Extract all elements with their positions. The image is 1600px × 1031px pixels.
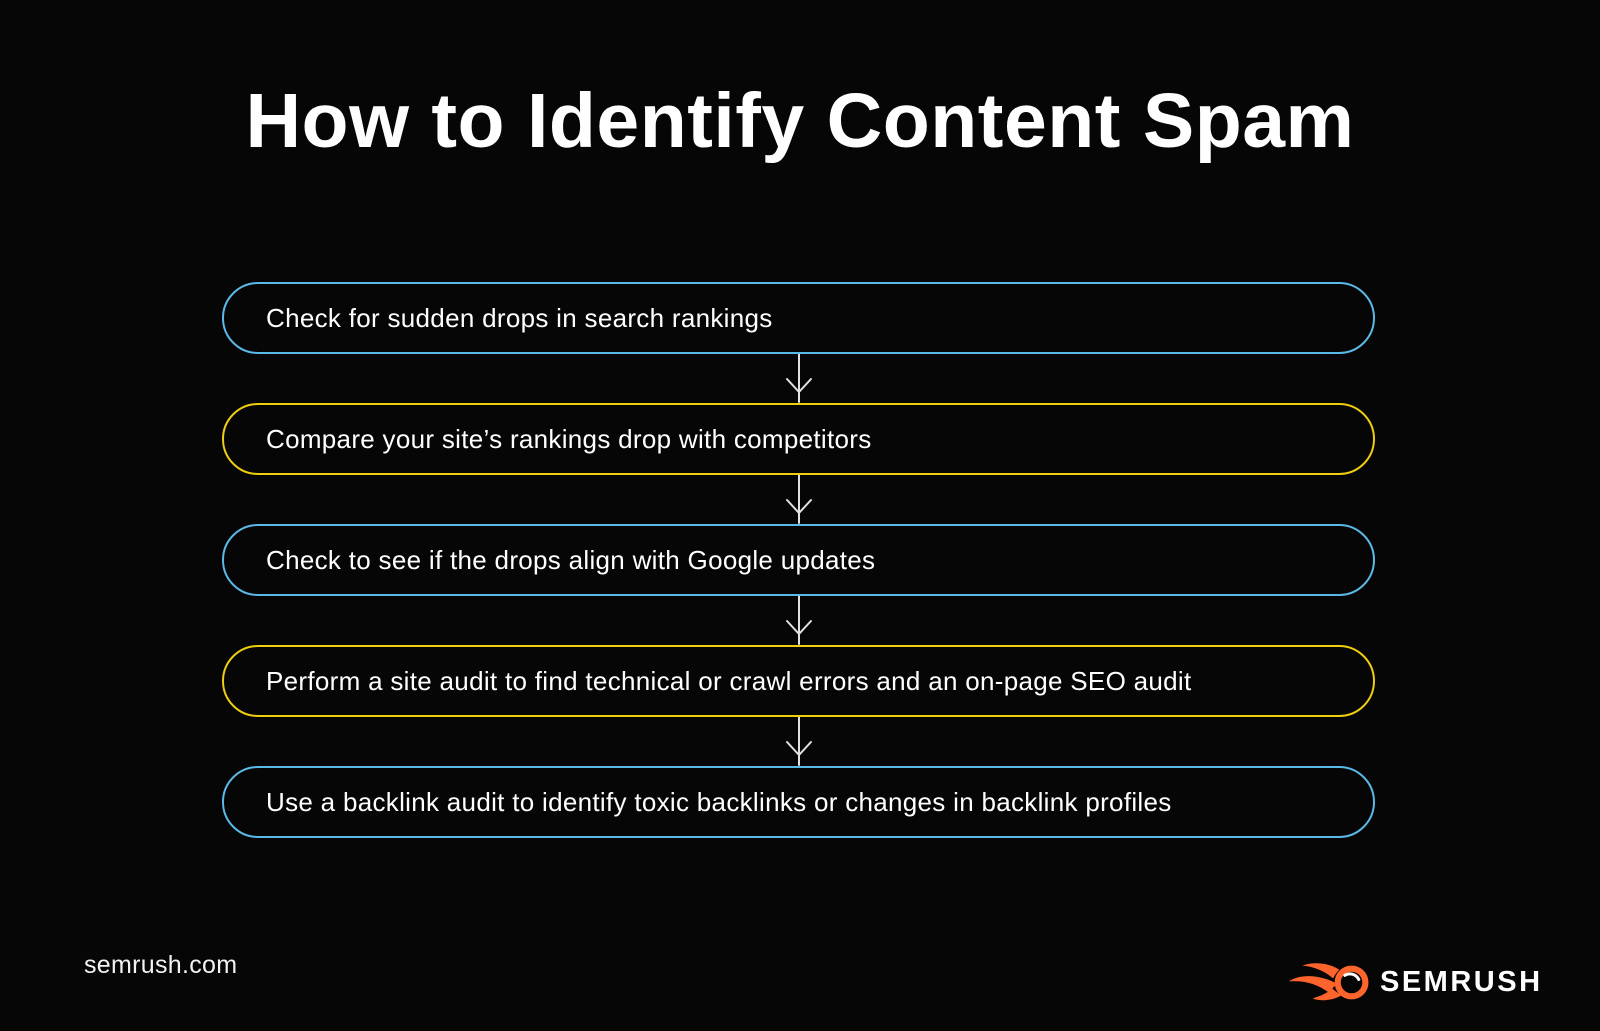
website-url: semrush.com: [84, 951, 238, 979]
down-arrow-icon: [785, 354, 812, 403]
semrush-logo: SEMRUSH: [1288, 960, 1543, 1004]
flow-step-site-audit: Perform a site audit to find technical o…: [222, 645, 1375, 717]
semrush-wordmark: SEMRUSH: [1380, 965, 1543, 998]
down-arrow-icon: [785, 717, 812, 766]
flow-step-label: Use a backlink audit to identify toxic b…: [266, 786, 1172, 817]
flow-step-label: Check to see if the drops align with Goo…: [266, 544, 876, 575]
flow-step-compare-competitors: Compare your site’s rankings drop with c…: [222, 403, 1375, 475]
flowchart: Check for sudden drops in search ranking…: [222, 282, 1375, 838]
down-arrow-icon: [785, 475, 812, 524]
semrush-comet-icon: [1289, 963, 1369, 1001]
flow-step-google-updates: Check to see if the drops align with Goo…: [222, 524, 1375, 596]
page-title: How to Identify Content Spam: [245, 78, 1355, 164]
flow-step-check-drops: Check for sudden drops in search ranking…: [222, 282, 1375, 354]
flow-step-label: Perform a site audit to find technical o…: [266, 665, 1192, 696]
flow-step-label: Check for sudden drops in search ranking…: [266, 302, 773, 333]
flow-step-label: Compare your site’s rankings drop with c…: [266, 423, 872, 454]
down-arrow-icon: [785, 596, 812, 645]
flow-step-backlink-audit: Use a backlink audit to identify toxic b…: [222, 766, 1375, 838]
